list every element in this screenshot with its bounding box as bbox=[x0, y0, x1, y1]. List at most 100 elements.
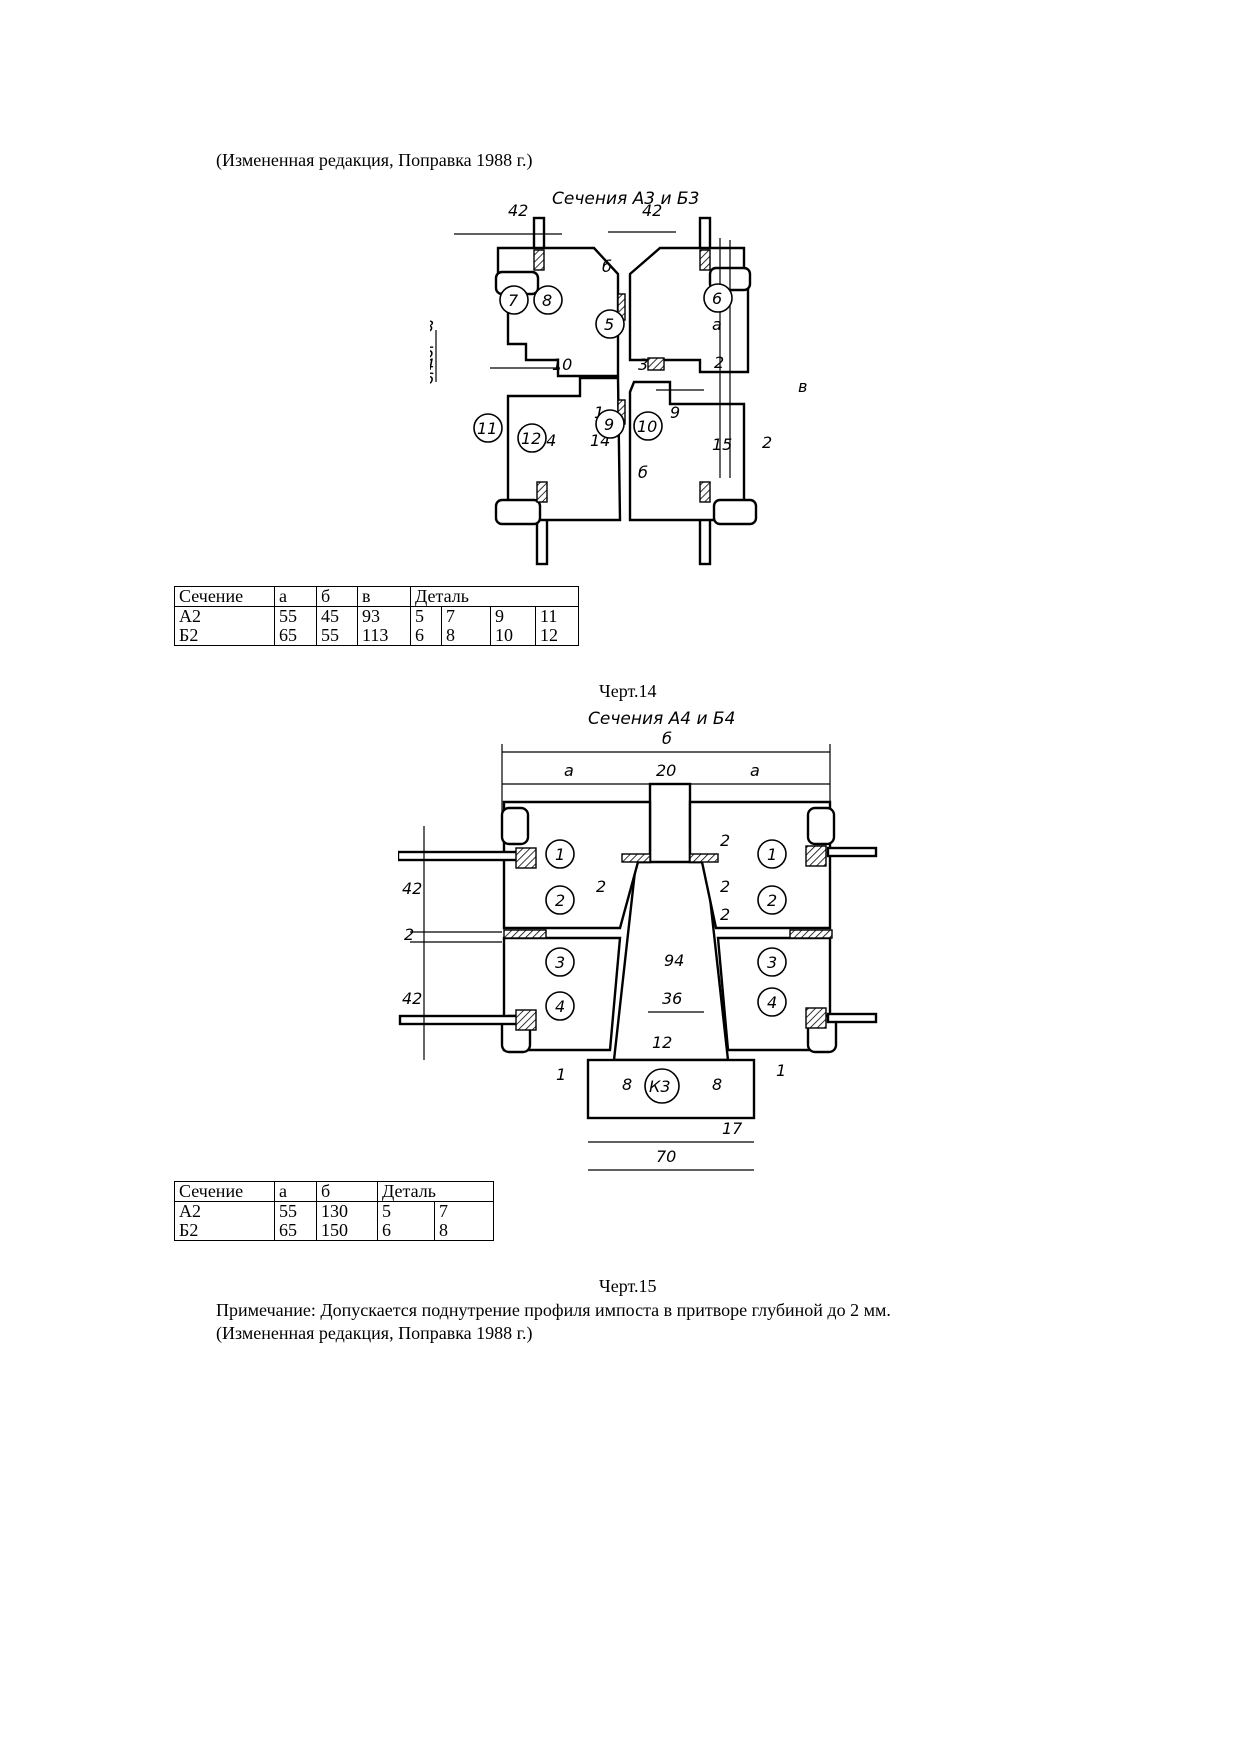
table14-cell: 113 bbox=[357, 626, 411, 646]
fig15-dim-12: 12 bbox=[652, 1033, 672, 1052]
fig14-dim-42-right: 42 bbox=[642, 201, 662, 220]
fig14-dim-a-right: а bbox=[712, 315, 722, 334]
fig14-part-6: 6 bbox=[712, 289, 722, 308]
fig15-dim-1-right: 1 bbox=[776, 1061, 786, 1080]
fig15-dim-17: 17 bbox=[722, 1119, 743, 1138]
fig15-part-k3: К3 bbox=[649, 1077, 671, 1096]
table15-cell: 5 bbox=[377, 1201, 435, 1221]
fig14-dim-b-bottom: б bbox=[638, 463, 648, 482]
fig14-part-9: 9 bbox=[604, 415, 614, 434]
table14-cell: 55 bbox=[316, 626, 358, 646]
fig14-dim-10: 10 bbox=[552, 355, 572, 374]
fig15-part-1-right: 1 bbox=[767, 845, 777, 864]
table15-cell: 150 bbox=[316, 1221, 378, 1241]
table14-cell: Б2 bbox=[174, 626, 275, 646]
table14-cell: 93 bbox=[357, 606, 411, 626]
table15-cell: 65 bbox=[274, 1221, 317, 1241]
fig14-dim-5: 5 bbox=[430, 343, 434, 362]
table14-cell: 5 bbox=[410, 606, 442, 626]
fig15-dim-2-b: 2 bbox=[596, 877, 606, 896]
fig14-part-8: 8 bbox=[542, 291, 552, 310]
table15-header-section: Сечение bbox=[174, 1181, 275, 1202]
fig14-dim-1: 1 bbox=[594, 403, 604, 422]
fig14-part-11: 11 bbox=[477, 419, 497, 438]
fig14-dim-6: 6 bbox=[430, 369, 434, 388]
table15-cell: А2 bbox=[174, 1201, 275, 1221]
fig15-dim-8-right: 8 bbox=[712, 1075, 722, 1094]
note-text: Примечание: Допускается поднутрение проф… bbox=[216, 1300, 891, 1320]
fig14-dim-v: в bbox=[798, 377, 807, 396]
table15-cell: 7 bbox=[434, 1201, 494, 1221]
fig14-part-7: 7 bbox=[508, 291, 519, 310]
fig14-dim-3: 3 bbox=[430, 317, 434, 336]
table14-cell: 45 bbox=[316, 606, 358, 626]
table14-cell: А2 bbox=[174, 606, 275, 626]
fig15-dim-a-right: а bbox=[750, 761, 760, 780]
fig15-part-4-left: 4 bbox=[555, 997, 565, 1016]
fig15-dim-b: б bbox=[662, 729, 672, 748]
table15-cell: 8 bbox=[434, 1221, 494, 1241]
fig15-part-4-right: 4 bbox=[767, 993, 777, 1012]
table15-header-a: а bbox=[274, 1181, 317, 1202]
fig14-caption: Черт.14 bbox=[599, 681, 657, 701]
fig14-dim-2-bottom: 2 bbox=[762, 433, 772, 452]
fig15-dim-20: 20 bbox=[656, 761, 676, 780]
fig15-part-3-left: 3 bbox=[555, 953, 565, 972]
fig14-dim-3-right: 3 bbox=[638, 355, 648, 374]
table14-header-a: а bbox=[274, 586, 317, 607]
table15-cell: 6 bbox=[377, 1221, 435, 1241]
table-sections-a4-b4: Сечение а б Деталь А2 55 130 5 7 Б2 65 1… bbox=[174, 1181, 494, 1241]
table14-header-section: Сечение bbox=[174, 586, 275, 607]
table-sections-a3-b3: Сечение а б в Деталь А2 55 45 93 5 7 9 1… bbox=[174, 586, 579, 646]
table14-header-b: б bbox=[316, 586, 358, 607]
fig15-dim-2-a: 2 bbox=[720, 831, 730, 850]
top-revision-note: (Измененная редакция, Поправка 1988 г.) bbox=[216, 150, 533, 170]
fig14-dim-15: 15 bbox=[712, 435, 732, 454]
fig15-part-1-left: 1 bbox=[555, 845, 565, 864]
fig14-part-10: 10 bbox=[637, 417, 657, 436]
table14-cell: 55 bbox=[274, 606, 317, 626]
fig15-dim-42-top: 42 bbox=[402, 879, 422, 898]
fig15-dim-1-left: 1 bbox=[556, 1065, 566, 1084]
fig14-title: Сечения А3 и Б3 bbox=[552, 189, 699, 209]
table14-cell: 9 bbox=[490, 606, 536, 626]
drawing-sections-a4-b4: Сечения А4 и Б4 б а 20 а 2 2 2 2 42 2 42… bbox=[398, 709, 878, 1171]
table14-cell: 10 bbox=[490, 626, 536, 646]
fig14-dim-b-top: б bbox=[602, 257, 612, 276]
fig15-dim-70: 70 bbox=[656, 1147, 676, 1166]
table14-cell: 8 bbox=[441, 626, 491, 646]
fig14-dim-4: 4 bbox=[430, 355, 434, 374]
table15-header-b: б bbox=[316, 1181, 378, 1202]
fig14-part-12: 12 bbox=[521, 429, 541, 448]
fig15-dim-2-d: 2 bbox=[720, 905, 730, 924]
table14-cell: 7 bbox=[441, 606, 491, 626]
fig15-dim-a-left: а bbox=[564, 761, 574, 780]
fig15-part-2-left: 2 bbox=[555, 891, 565, 910]
table15-cell: 130 bbox=[316, 1201, 378, 1221]
fig14-part-5: 5 bbox=[604, 315, 614, 334]
fig15-dim-36: 36 bbox=[662, 989, 682, 1008]
fig15-title: Сечения А4 и Б4 bbox=[588, 709, 735, 729]
fig15-part-3-right: 3 bbox=[767, 953, 777, 972]
fig15-dim-8-left: 8 bbox=[622, 1075, 632, 1094]
fig15-part-2-right: 2 bbox=[767, 891, 777, 910]
table14-cell: 65 bbox=[274, 626, 317, 646]
fig14-dim-42-left: 42 bbox=[508, 201, 528, 220]
table15-cell: Б2 bbox=[174, 1221, 275, 1241]
fig15-dim-2-c: 2 bbox=[720, 877, 730, 896]
fig15-dim-42-bottom: 42 bbox=[402, 989, 422, 1008]
table14-header-detail: Деталь bbox=[410, 586, 579, 607]
drawing-sections-a3-b3: Сечения А3 и Б3 42 42 б а в 3 6 4 5 а 10… bbox=[430, 189, 807, 566]
fig15-caption: Черт.15 bbox=[599, 1276, 657, 1296]
table15-cell: 55 bbox=[274, 1201, 317, 1221]
table14-cell: 12 bbox=[535, 626, 579, 646]
table14-cell: 11 bbox=[535, 606, 579, 626]
table14-cell: 6 bbox=[410, 626, 442, 646]
fig15-dim-2-e: 2 bbox=[404, 925, 414, 944]
bottom-revision-note: (Измененная редакция, Поправка 1988 г.) bbox=[216, 1323, 533, 1343]
fig15-dim-94: 94 bbox=[664, 951, 684, 970]
fig14-dim-9: 9 bbox=[670, 403, 680, 422]
fig14-dim-2-top: 2 bbox=[714, 353, 724, 372]
table14-header-v: в bbox=[357, 586, 411, 607]
table15-header-detail: Деталь bbox=[377, 1181, 494, 1202]
